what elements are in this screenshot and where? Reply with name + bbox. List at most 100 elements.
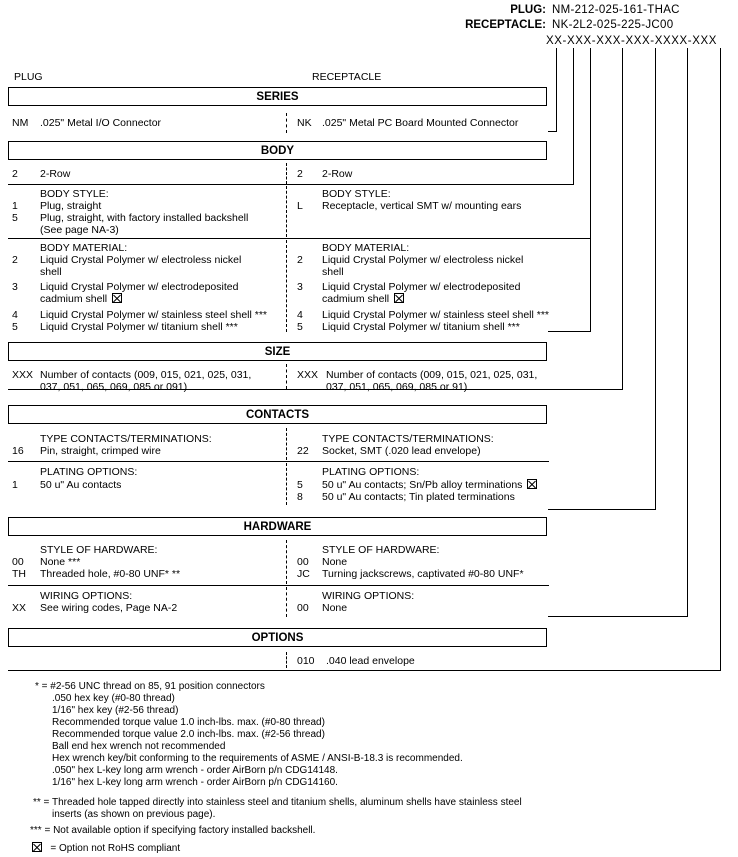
footnote-rohs: = Option not RoHS compliant (30, 842, 180, 855)
column-divider (286, 163, 287, 184)
receptacle-column-label: RECEPTACLE (312, 71, 382, 83)
not-rohs-icon (394, 293, 405, 303)
column-divider (286, 463, 287, 505)
receptacle-label: RECEPTACLE: (465, 19, 546, 31)
body-mat-plug-2-line2: shell (40, 266, 62, 278)
contacts-plug-type-code: 16 (12, 445, 24, 457)
hardware-rec-00: None (322, 556, 348, 568)
hardware-rec-jc: Turning jackscrews, captivated #0-80 UNF… (322, 568, 524, 580)
body-style-plug-5: Plug, straight, with factory installed b… (40, 212, 249, 224)
body-mat-plug-5: Liquid Crystal Polymer w/ titanium shell… (40, 321, 238, 333)
body-mat-rec-3-text: cadmium shell (322, 293, 390, 305)
body-mat-rec-5: Liquid Crystal Polymer w/ titanium shell… (322, 321, 520, 333)
size-header: SIZE (8, 342, 547, 361)
series-header: SERIES (8, 87, 547, 106)
footnote-single-star: * = #2-56 UNC thread on 85, 91 position … (35, 681, 265, 692)
body-style-label-plug: BODY STYLE: (40, 188, 109, 200)
contacts-plating-label-rec: PLATING OPTIONS: (322, 466, 420, 478)
hardware-rec-wiring-code: 00 (297, 602, 309, 614)
body-row-plug-code: 2 (12, 168, 18, 180)
options-header: OPTIONS (8, 628, 547, 647)
footnote-triple-star: *** = Not available option if specifying… (30, 825, 316, 836)
column-divider (286, 364, 287, 389)
footnote-rohs-text: = Option not RoHS compliant (50, 843, 181, 854)
body-mat-rec-4: Liquid Crystal Polymer w/ stainless stee… (322, 309, 550, 321)
column-divider (286, 587, 287, 617)
body-mat-plug-3-line2: cadmium shell (40, 293, 123, 305)
body-material-label-rec: BODY MATERIAL: (322, 242, 410, 254)
body-mat-rec-2-code: 2 (297, 254, 303, 266)
body-mat-rec-3: Liquid Crystal Polymer w/ electrodeposit… (322, 281, 521, 293)
series-plug-code: NM (12, 117, 29, 129)
body-row-rec-code: 2 (297, 168, 303, 180)
not-rohs-icon (32, 842, 42, 852)
contacts-plating-label-plug: PLATING OPTIONS: (40, 466, 138, 478)
hardware-plug-wiring-code: XX (12, 602, 27, 614)
body-mat-plug-2-code: 2 (12, 254, 18, 266)
divider (8, 184, 549, 185)
body-style-label-rec: BODY STYLE: (322, 188, 391, 200)
hardware-header: HARDWARE (8, 517, 547, 536)
contacts-rec-plating-8: 50 u" Au contacts; Tin plated terminatio… (322, 491, 515, 503)
size-plug-code: XXX (12, 369, 34, 381)
body-mat-plug-2: Liquid Crystal Polymer w/ electroless ni… (40, 254, 242, 266)
footnote-line: Ball end hex wrench not recommended (52, 741, 226, 752)
not-rohs-icon (527, 479, 538, 489)
footnote-line: .050 hex key (#0-80 thread) (52, 693, 175, 704)
body-style-plug-1-code: 1 (12, 200, 18, 212)
hardware-wiring-label-rec: WIRING OPTIONS: (322, 590, 415, 602)
body-mat-plug-3-code: 3 (12, 281, 18, 293)
series-rec-desc: .025" Metal PC Board Mounted Connector (322, 117, 519, 129)
contacts-plug-plating: 50 u" Au contacts (40, 479, 122, 491)
hardware-plug-th: Threaded hole, #0-80 UNF* ** (40, 568, 181, 580)
body-row-plug: 2-Row (40, 168, 71, 180)
footnote-double-star: ** = Threaded hole tapped directly into … (33, 797, 522, 808)
receptacle-part-number: NK-2L2-025-225-JC00 (552, 19, 674, 31)
footnote-line: .050" hex L-key long arm wrench - order … (52, 765, 338, 776)
contacts-plug-type: Pin, straight, crimped wire (40, 445, 161, 457)
body-mat-plug-3: Liquid Crystal Polymer w/ electrodeposit… (40, 281, 239, 293)
contacts-rec-plating-5-text: 50 u" Au contacts; Sn/Pb alloy terminati… (322, 479, 523, 491)
body-mat-plug-4-code: 4 (12, 309, 18, 321)
contacts-rec-plating-5-code: 5 (297, 479, 303, 491)
column-divider (286, 186, 287, 237)
contacts-rec-type-code: 22 (297, 445, 309, 457)
plug-part-number: NM-212-025-161-THAC (552, 4, 680, 16)
contacts-type-label-rec: TYPE CONTACTS/TERMINATIONS: (322, 433, 494, 445)
column-divider (286, 652, 287, 668)
footnote-line: 1/16" hex key (#2-56 thread) (52, 705, 179, 716)
contacts-rec-type: Socket, SMT (.020 lead envelope) (322, 445, 481, 457)
divider (8, 461, 549, 462)
body-style-rec: Receptacle, vertical SMT w/ mounting ear… (322, 200, 522, 212)
hardware-plug-00-code: 00 (12, 556, 24, 568)
size-rec-code: XXX (297, 369, 319, 381)
hardware-style-label-rec: STYLE OF HARDWARE: (322, 544, 440, 556)
hardware-style-label-plug: STYLE OF HARDWARE: (40, 544, 158, 556)
body-mat-plug-4: Liquid Crystal Polymer w/ stainless stee… (40, 309, 268, 321)
options-desc: .040 lead envelope (326, 655, 415, 667)
body-row-rec: 2-Row (322, 168, 353, 180)
footnote-line: Recommended torque value 2.0 inch-lbs. m… (52, 729, 325, 740)
body-mat-rec-2: Liquid Crystal Polymer w/ electroless ni… (322, 254, 524, 266)
body-style-rec-code: L (297, 200, 303, 212)
series-plug-desc: .025" Metal I/O Connector (40, 117, 162, 129)
column-divider (286, 540, 287, 584)
contacts-plug-plating-code: 1 (12, 479, 18, 491)
plug-label: PLUG: (510, 4, 546, 16)
not-rohs-icon (112, 293, 123, 303)
body-style-plug-5-note: (See page NA-3) (40, 224, 119, 236)
size-rec-desc-line2: 037, 051, 065, 069, 085 or 91) (326, 381, 468, 393)
plug-column-label: PLUG (14, 71, 43, 83)
hardware-rec-wiring: None (322, 602, 348, 614)
body-mat-plug-5-code: 5 (12, 321, 18, 333)
body-material-label-plug: BODY MATERIAL: (40, 242, 128, 254)
divider (8, 238, 591, 239)
size-plug-desc: Number of contacts (009, 015, 021, 025, … (40, 369, 252, 381)
body-mat-rec-4-code: 4 (297, 309, 303, 321)
footnote-line: 1/16" hex L-key long arm wrench - order … (52, 777, 338, 788)
column-divider (286, 240, 287, 332)
body-header: BODY (8, 141, 547, 160)
part-number-pattern: XX-XXX-XXX-XXX-XXXX-XXX (546, 35, 718, 47)
contacts-type-label-plug: TYPE CONTACTS/TERMINATIONS: (40, 433, 212, 445)
column-divider (286, 113, 287, 133)
